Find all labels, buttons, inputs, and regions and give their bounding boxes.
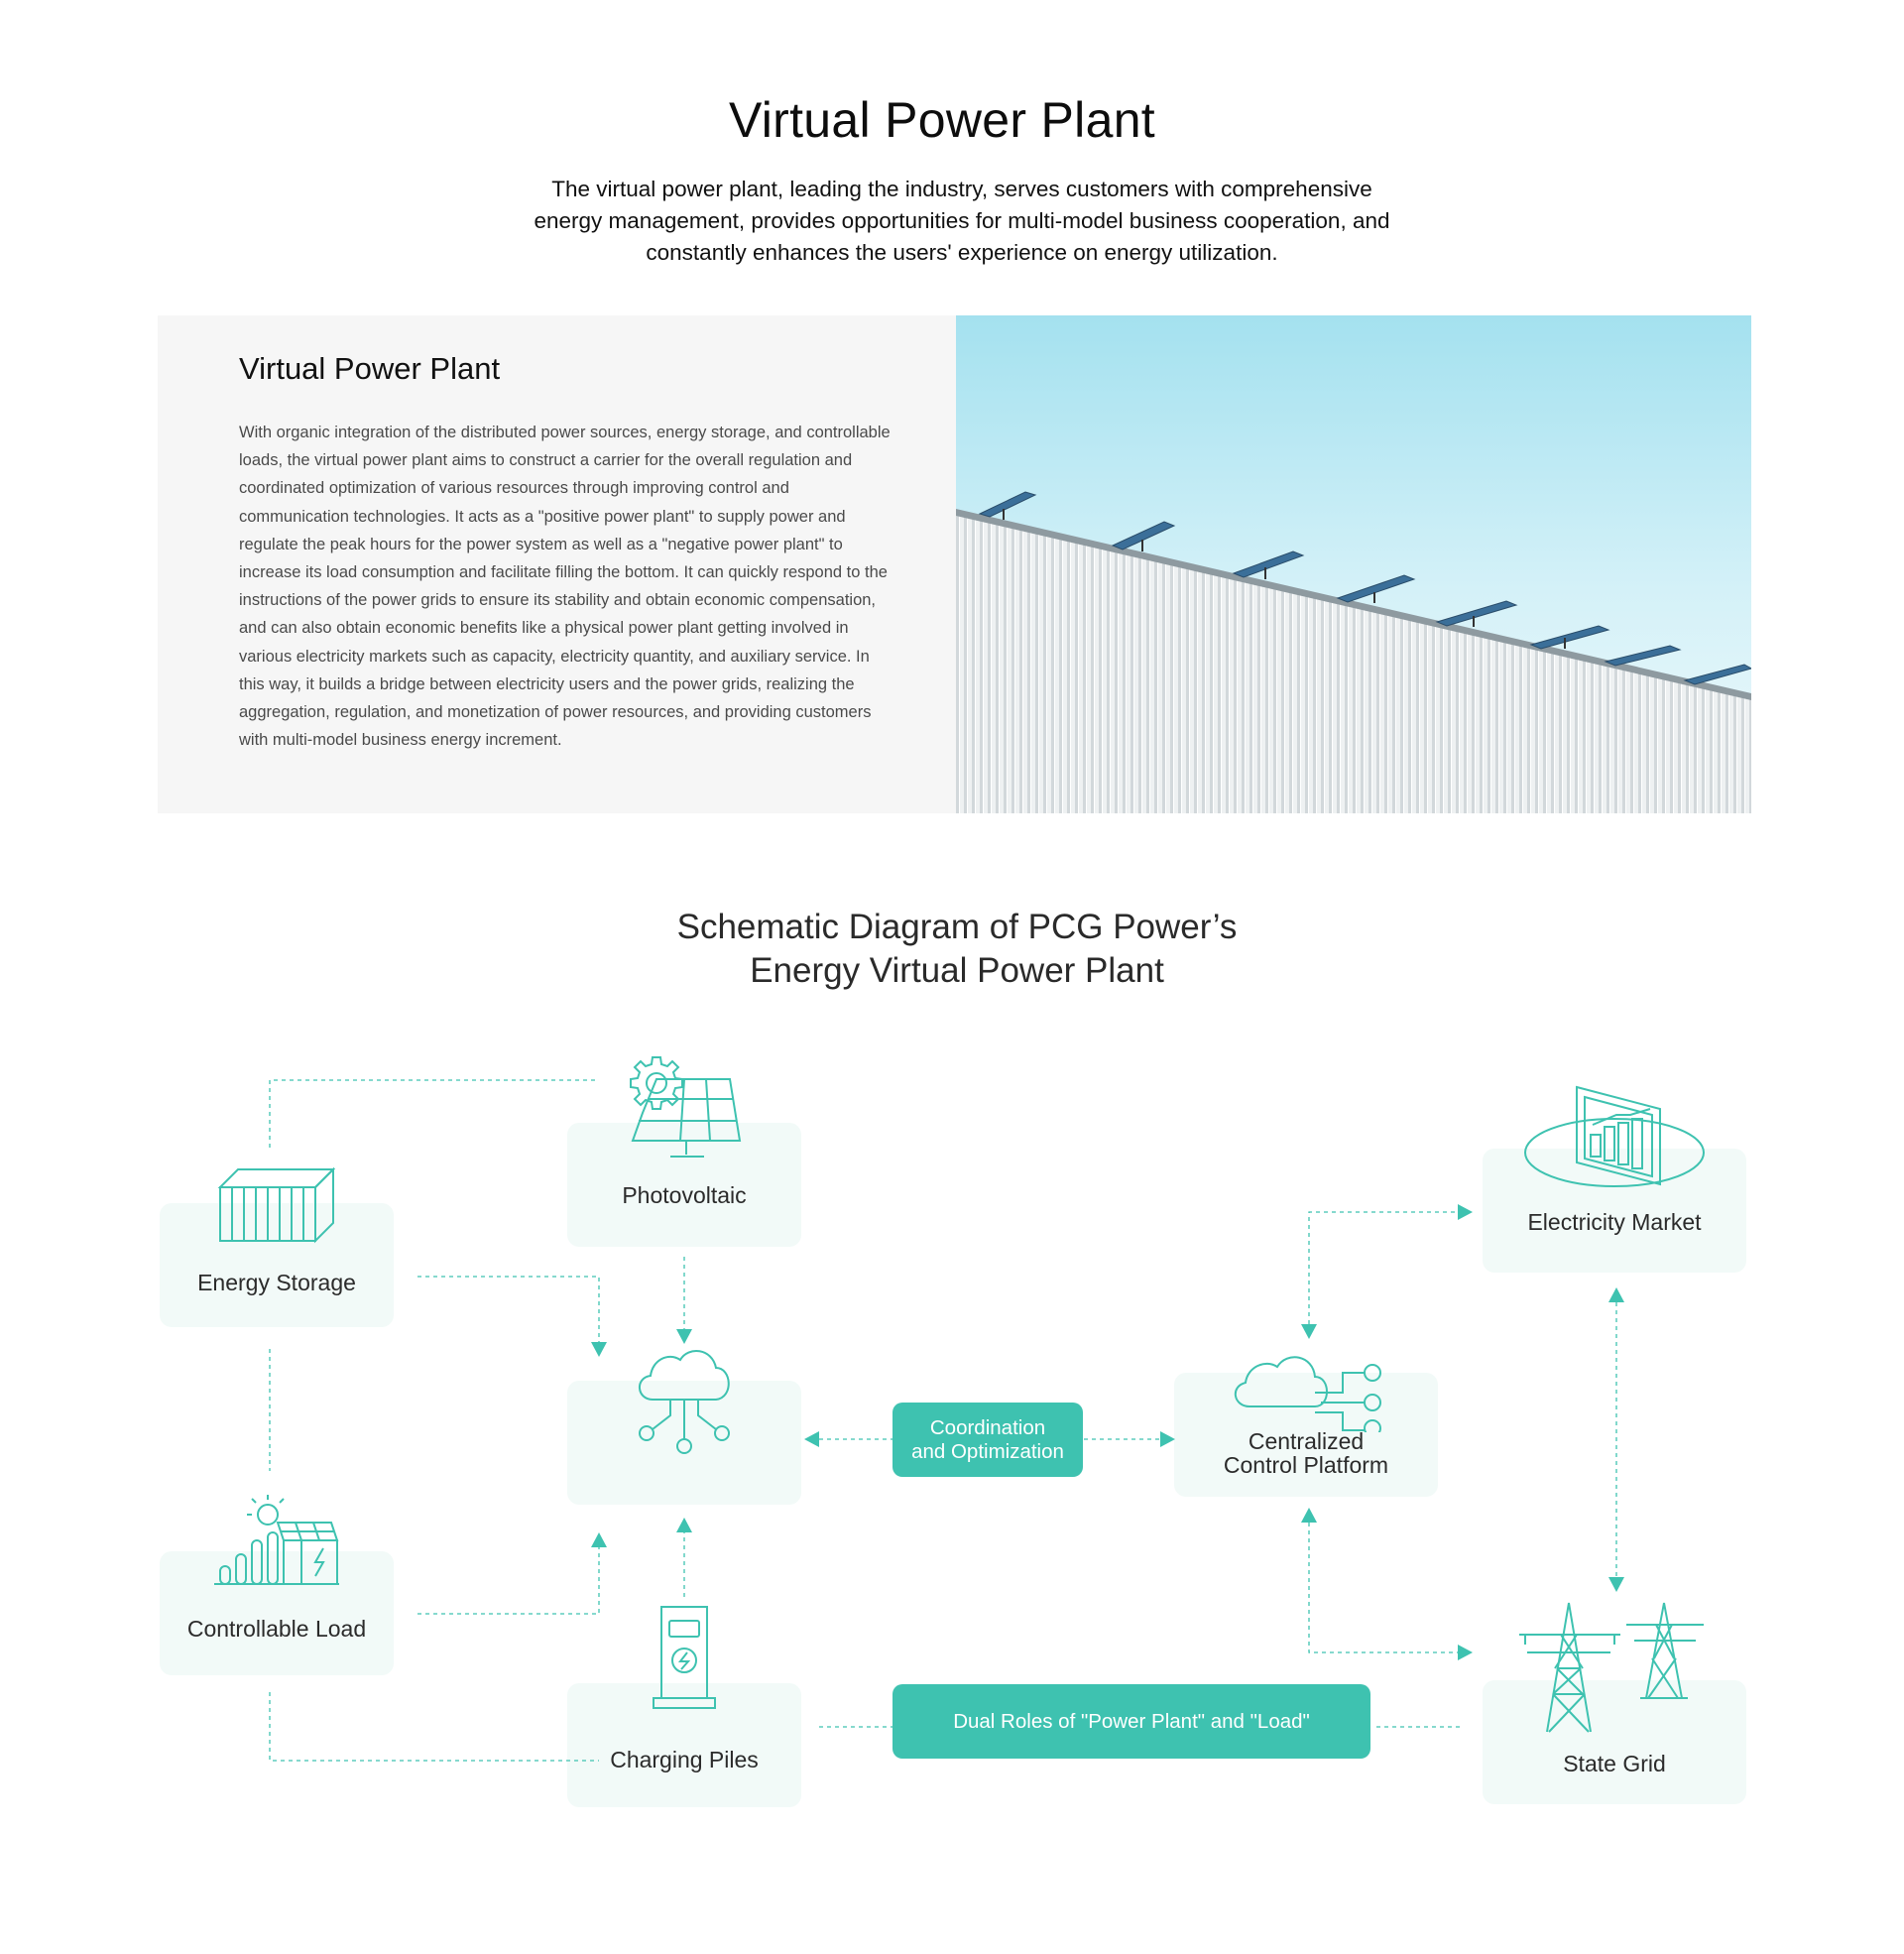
electricity-market-label: Electricity Market bbox=[1527, 1209, 1702, 1235]
state-grid-label: State Grid bbox=[1563, 1751, 1666, 1776]
solar-panel-icon bbox=[631, 1078, 742, 1158]
photovoltaic-node: Photovoltaic bbox=[567, 1123, 801, 1247]
power-tower-icon bbox=[1519, 1602, 1704, 1733]
coordination-tag-line1: Coordination bbox=[929, 1415, 1046, 1439]
photovoltaic-label: Photovoltaic bbox=[622, 1182, 747, 1208]
energy-storage-node: Energy Storage bbox=[160, 1203, 394, 1327]
solar-load-icon bbox=[214, 1495, 339, 1585]
diagram-title-line1: Schematic Diagram of PCG Power’s bbox=[676, 908, 1238, 946]
cloud-platform-icon bbox=[1235, 1356, 1381, 1432]
solar-roof-photo bbox=[956, 315, 1751, 813]
control-platform-node: Centralized Control Platform bbox=[1174, 1373, 1438, 1497]
charging-piles-node: Charging Piles bbox=[567, 1683, 801, 1807]
charging-piles-label: Charging Piles bbox=[610, 1747, 759, 1772]
electricity-market-node: Electricity Market bbox=[1483, 1149, 1746, 1273]
coordination-tag-line2: and Optimization bbox=[911, 1439, 1064, 1463]
cloud-network-icon bbox=[639, 1350, 730, 1454]
overview-title: Virtual Power Plant bbox=[239, 351, 501, 386]
diagram-title-line2: Energy Virtual Power Plant bbox=[750, 951, 1164, 990]
energy-storage-label: Energy Storage bbox=[197, 1270, 356, 1295]
overview-body: With organic integration of the distribu… bbox=[239, 424, 891, 750]
control-platform-label-1: Centralized bbox=[1248, 1428, 1365, 1454]
intro-text: The virtual power plant, leading the ind… bbox=[534, 177, 1390, 265]
market-chart-icon bbox=[1524, 1085, 1705, 1187]
dual-roles-tag: Dual Roles of "Power Plant" and "Load" bbox=[892, 1684, 1370, 1759]
controllable-load-label: Controllable Load bbox=[186, 1616, 367, 1642]
battery-container-icon bbox=[217, 1166, 335, 1244]
charging-station-icon bbox=[653, 1606, 716, 1709]
roof-panels bbox=[978, 491, 1751, 685]
state-grid-node: State Grid bbox=[1483, 1680, 1746, 1804]
diagram-title: Schematic Diagram of PCG Power’s Energy … bbox=[555, 906, 1359, 993]
control-platform-label-2: Control Platform bbox=[1223, 1452, 1389, 1478]
page-title: Virtual Power Plant bbox=[729, 92, 1155, 148]
gear-icon bbox=[630, 1056, 683, 1110]
overview-panel: Virtual Power Plant With organic integra… bbox=[158, 315, 956, 813]
coordination-tag: Coordination and Optimization bbox=[892, 1403, 1083, 1477]
